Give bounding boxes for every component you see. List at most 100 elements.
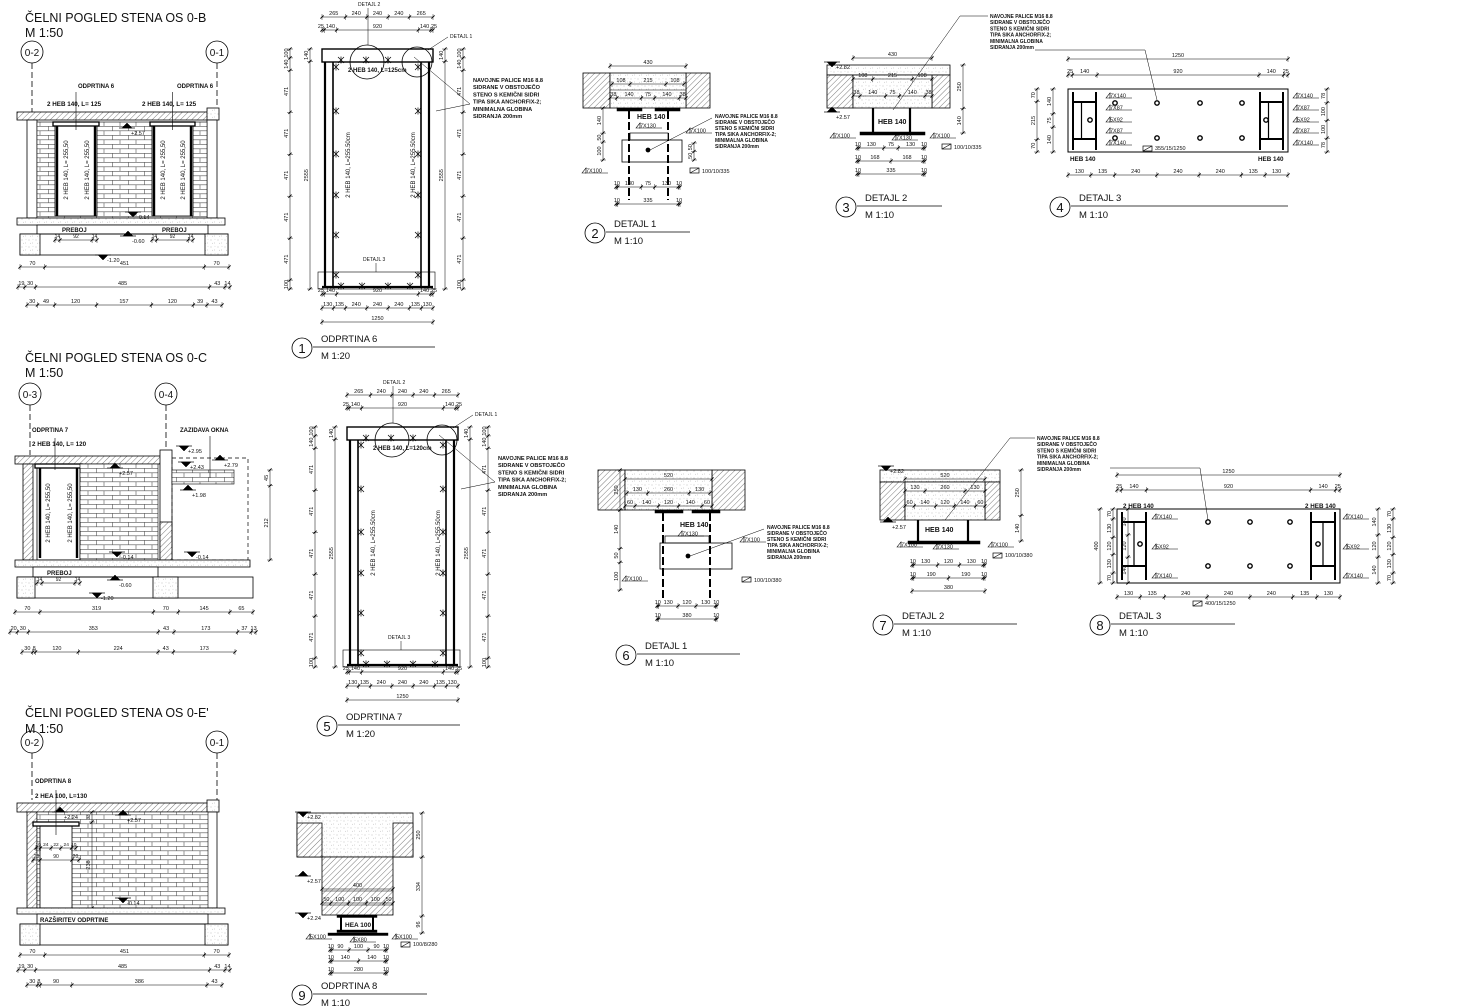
foundation <box>19 233 229 256</box>
level-value: +1.98 <box>192 493 206 499</box>
dimension-value: 30 <box>24 646 30 652</box>
lintel-beam <box>34 463 83 469</box>
detail-reference: DETAJL 2 <box>358 2 380 8</box>
dimension-value: 250 <box>614 485 620 494</box>
weld-label: 5X100 <box>310 935 326 941</box>
dimension-value: 70 <box>1031 92 1037 98</box>
dimension-value: 145 <box>199 606 208 612</box>
dimension-value: 39 <box>197 299 203 305</box>
dimension-value: 1250 <box>371 316 383 322</box>
anchor-note-line: SIDRANE V OBSTOJEČO <box>473 84 541 91</box>
label-text: PREBOJ <box>162 228 187 234</box>
dimension-value: 10 <box>921 168 927 174</box>
weld-symbol-icon <box>1292 127 1298 134</box>
leader-line <box>460 481 496 490</box>
dimension-value: 90 <box>337 944 343 950</box>
dimension-value: 471 <box>457 87 463 96</box>
dimension-value: 130 <box>701 600 710 606</box>
flange-plate <box>616 107 643 112</box>
level-value: +2.79 <box>224 463 238 469</box>
weld-label: 7X130 <box>682 532 698 538</box>
column-label: 2 HEB 140, L=255.50cm <box>411 132 417 198</box>
dimension-value: 100 <box>1321 125 1327 134</box>
dimension-value: 60 <box>907 500 913 506</box>
slab <box>16 802 211 813</box>
dimension-value: 240 <box>1216 169 1225 175</box>
anchor-note-line: NAVOJNE PALICE M16 8.8 <box>990 14 1053 20</box>
dimension-value: 100 <box>482 658 488 667</box>
weld-symbol-icon <box>1342 572 1348 579</box>
dimension-value: 25 <box>343 666 349 672</box>
dimension-value: 50 <box>688 153 694 159</box>
slab <box>14 455 164 465</box>
dimension-value: 140 <box>642 500 651 506</box>
title-bubble <box>1089 614 1111 636</box>
dimension-value: 14 <box>224 281 230 287</box>
dimension-value: 120 <box>944 559 953 565</box>
weld-label: 7X100 <box>934 134 950 140</box>
weld-symbol-icon <box>305 933 311 940</box>
dimension-value: 20 <box>34 854 40 860</box>
anchor-bolt-icon <box>1205 519 1211 525</box>
dimension-value: 265 <box>354 389 363 395</box>
detail-reference: DETAJL 1 <box>475 412 497 418</box>
dimension-value: 140 <box>908 90 917 96</box>
drawing-title: ODPRTINA 8 <box>321 981 377 992</box>
plate-label: 100/10/335 <box>954 145 982 151</box>
weld-symbol-icon <box>621 575 627 582</box>
anchor-note-line: NAVOJNE PALICE M16 8.8 <box>473 78 543 84</box>
plate-icon <box>689 167 700 174</box>
window-infill <box>171 469 235 485</box>
drawing-number: 7 <box>879 618 886 633</box>
dimension-value: 140 <box>284 60 290 69</box>
dimension-value: 10 <box>910 572 916 578</box>
dimension-value: 14 <box>37 577 43 583</box>
dimension-value: 10 <box>855 155 861 161</box>
anchor-note-line: SIDRANE V OBSTOJEČO <box>1037 441 1097 448</box>
label-text: ODPRTINA 7 <box>32 428 69 434</box>
existing-wall <box>711 469 746 511</box>
level-value: +2.24 <box>64 815 78 821</box>
anchor-bolt-icon <box>1247 563 1253 569</box>
anchor-note-line: SIDRANE V OBSTOJEČO <box>498 462 566 469</box>
dimension-value: 10 <box>676 198 682 204</box>
anchor-bolt-icon <box>1247 519 1253 525</box>
dimension-value: 485 <box>118 281 127 287</box>
dimension-value: 92 <box>73 234 79 240</box>
base-plate <box>907 540 981 545</box>
level-value: -0.14 <box>121 555 134 561</box>
level-value: +2.43 <box>190 465 204 471</box>
drawing-scale: M 1:10 <box>1079 210 1108 221</box>
dimension-value: 60 <box>704 500 710 506</box>
weld-label: 5X92 <box>1156 545 1169 551</box>
dimension-value: 140 <box>686 500 695 506</box>
base-plate-plan <box>1116 508 1341 584</box>
dimension-value: 120 <box>1107 541 1113 550</box>
weld-symbol-icon <box>1292 139 1298 146</box>
dimension-value: 14 <box>75 577 81 583</box>
dimension-value: 120 <box>1122 541 1128 550</box>
axis-label: 0-2 <box>25 738 40 749</box>
dimension-value: 140 <box>920 500 929 506</box>
dimension-value: 238 <box>86 860 92 869</box>
profile-label: HEB 140 <box>1070 156 1096 163</box>
dimension-value: 240 <box>1173 169 1182 175</box>
dimension-value: 471 <box>482 549 488 558</box>
level-value: +2.82 <box>307 815 321 821</box>
dimension-value: 471 <box>284 171 290 180</box>
existing-wall <box>296 822 323 858</box>
dimension-value: 380 <box>682 613 691 619</box>
view-scale: M 1:50 <box>25 722 63 736</box>
dimension-value: 140 <box>351 402 360 408</box>
dimension-value: 90 <box>373 944 379 950</box>
weld-symbol-icon <box>1151 543 1157 550</box>
dimension-value: 471 <box>284 255 290 264</box>
dimension-value: 130 <box>921 559 930 565</box>
column-label: 2 HEB 140, L=255.50cm <box>371 510 377 576</box>
column-label: 2 HEB 140, L= 255,50 <box>161 140 167 200</box>
flange-plate <box>691 509 721 514</box>
dimension-value: 60 <box>627 500 633 506</box>
dimension-value: 10 <box>614 198 620 204</box>
dimension-value: 135 <box>1249 169 1258 175</box>
